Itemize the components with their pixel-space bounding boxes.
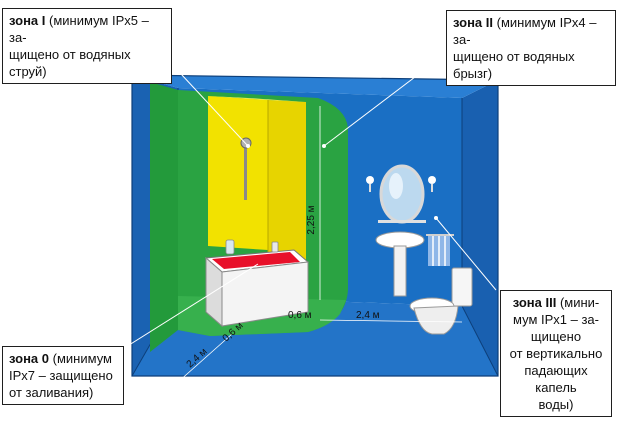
leader-zone-3 [435, 217, 497, 291]
dim-bath-depth-b-label: 0,6 м [288, 310, 312, 321]
zone-3-line5: падающих капель [524, 363, 588, 395]
room-edge-floor-right [461, 305, 499, 377]
dim-line-floor-left [177, 333, 233, 383]
zone-0-line2: IPx7 – защищено [9, 368, 113, 383]
zone-1-front [268, 100, 306, 262]
leader-dot-1 [246, 144, 250, 148]
zone-1-title: зона I [9, 13, 46, 28]
zone-3-line3: щищено [530, 329, 582, 344]
dim-height-label: 2,25 м [306, 205, 317, 234]
bath-item-jar [271, 241, 279, 253]
zone-3-line6: воды) [538, 397, 574, 412]
callout-zone-0: зона 0 (минимум IPx7 – защищено от залив… [2, 346, 124, 405]
dim-line-floor-right [319, 319, 463, 323]
leader-zone-0 [117, 263, 259, 353]
zone-0-line1: (минимум [52, 351, 112, 366]
leader-dot-2 [322, 144, 326, 148]
zone-2-line2: щищено от водяных брызг) [453, 49, 575, 81]
lamp-left-icon [366, 176, 374, 184]
ceiling [132, 75, 498, 98]
lamp-right-icon [428, 176, 436, 184]
lamp-right-stem [431, 184, 433, 192]
towel-rail [426, 234, 454, 236]
zone-2-title: зона II [453, 15, 493, 30]
shelf [378, 220, 426, 223]
zone-0-water [212, 252, 300, 269]
zone-3-line1: (мини- [559, 295, 600, 310]
toilet-tank [451, 267, 473, 307]
zone-0-line3: от заливания) [9, 385, 94, 400]
callout-zone-2: зона II (минимум IPx4 – за- щищено от во… [446, 10, 616, 86]
zone-1-top [208, 96, 306, 102]
leader-dot-3 [434, 216, 438, 220]
callout-zone-1: зона I (минимум IPx5 – за- щищено от вод… [2, 8, 172, 84]
leader-zone-1 [167, 59, 249, 147]
zone-3-title: зона III [512, 295, 557, 310]
zone-1-line2: щищено от водяных струй) [9, 47, 131, 79]
mirror-shine [389, 173, 403, 199]
zone-2-left-wall [150, 82, 178, 352]
leader-zone-2 [323, 51, 449, 147]
zone-2-line1: (минимум IPx4 – за- [453, 15, 597, 47]
lamp-left-stem [369, 184, 371, 192]
callout-zone-3: зона III (мини- мум IPx1 – за- щищено от… [500, 290, 612, 417]
zone-1-line1: (минимум IPx5 – за- [9, 13, 149, 45]
zone-0-title: зона 0 [9, 351, 50, 366]
zone-3-line4: от вертикально [509, 346, 603, 361]
sink-pedestal [393, 245, 407, 297]
dim-width-right-label: 2,4 м [356, 310, 380, 321]
mirror [379, 164, 425, 224]
zone-1-back [208, 96, 268, 250]
shower-pipe [244, 140, 247, 200]
zone-3-line2: мум IPx1 – за- [513, 312, 599, 327]
bath-item-bottle [225, 239, 235, 255]
